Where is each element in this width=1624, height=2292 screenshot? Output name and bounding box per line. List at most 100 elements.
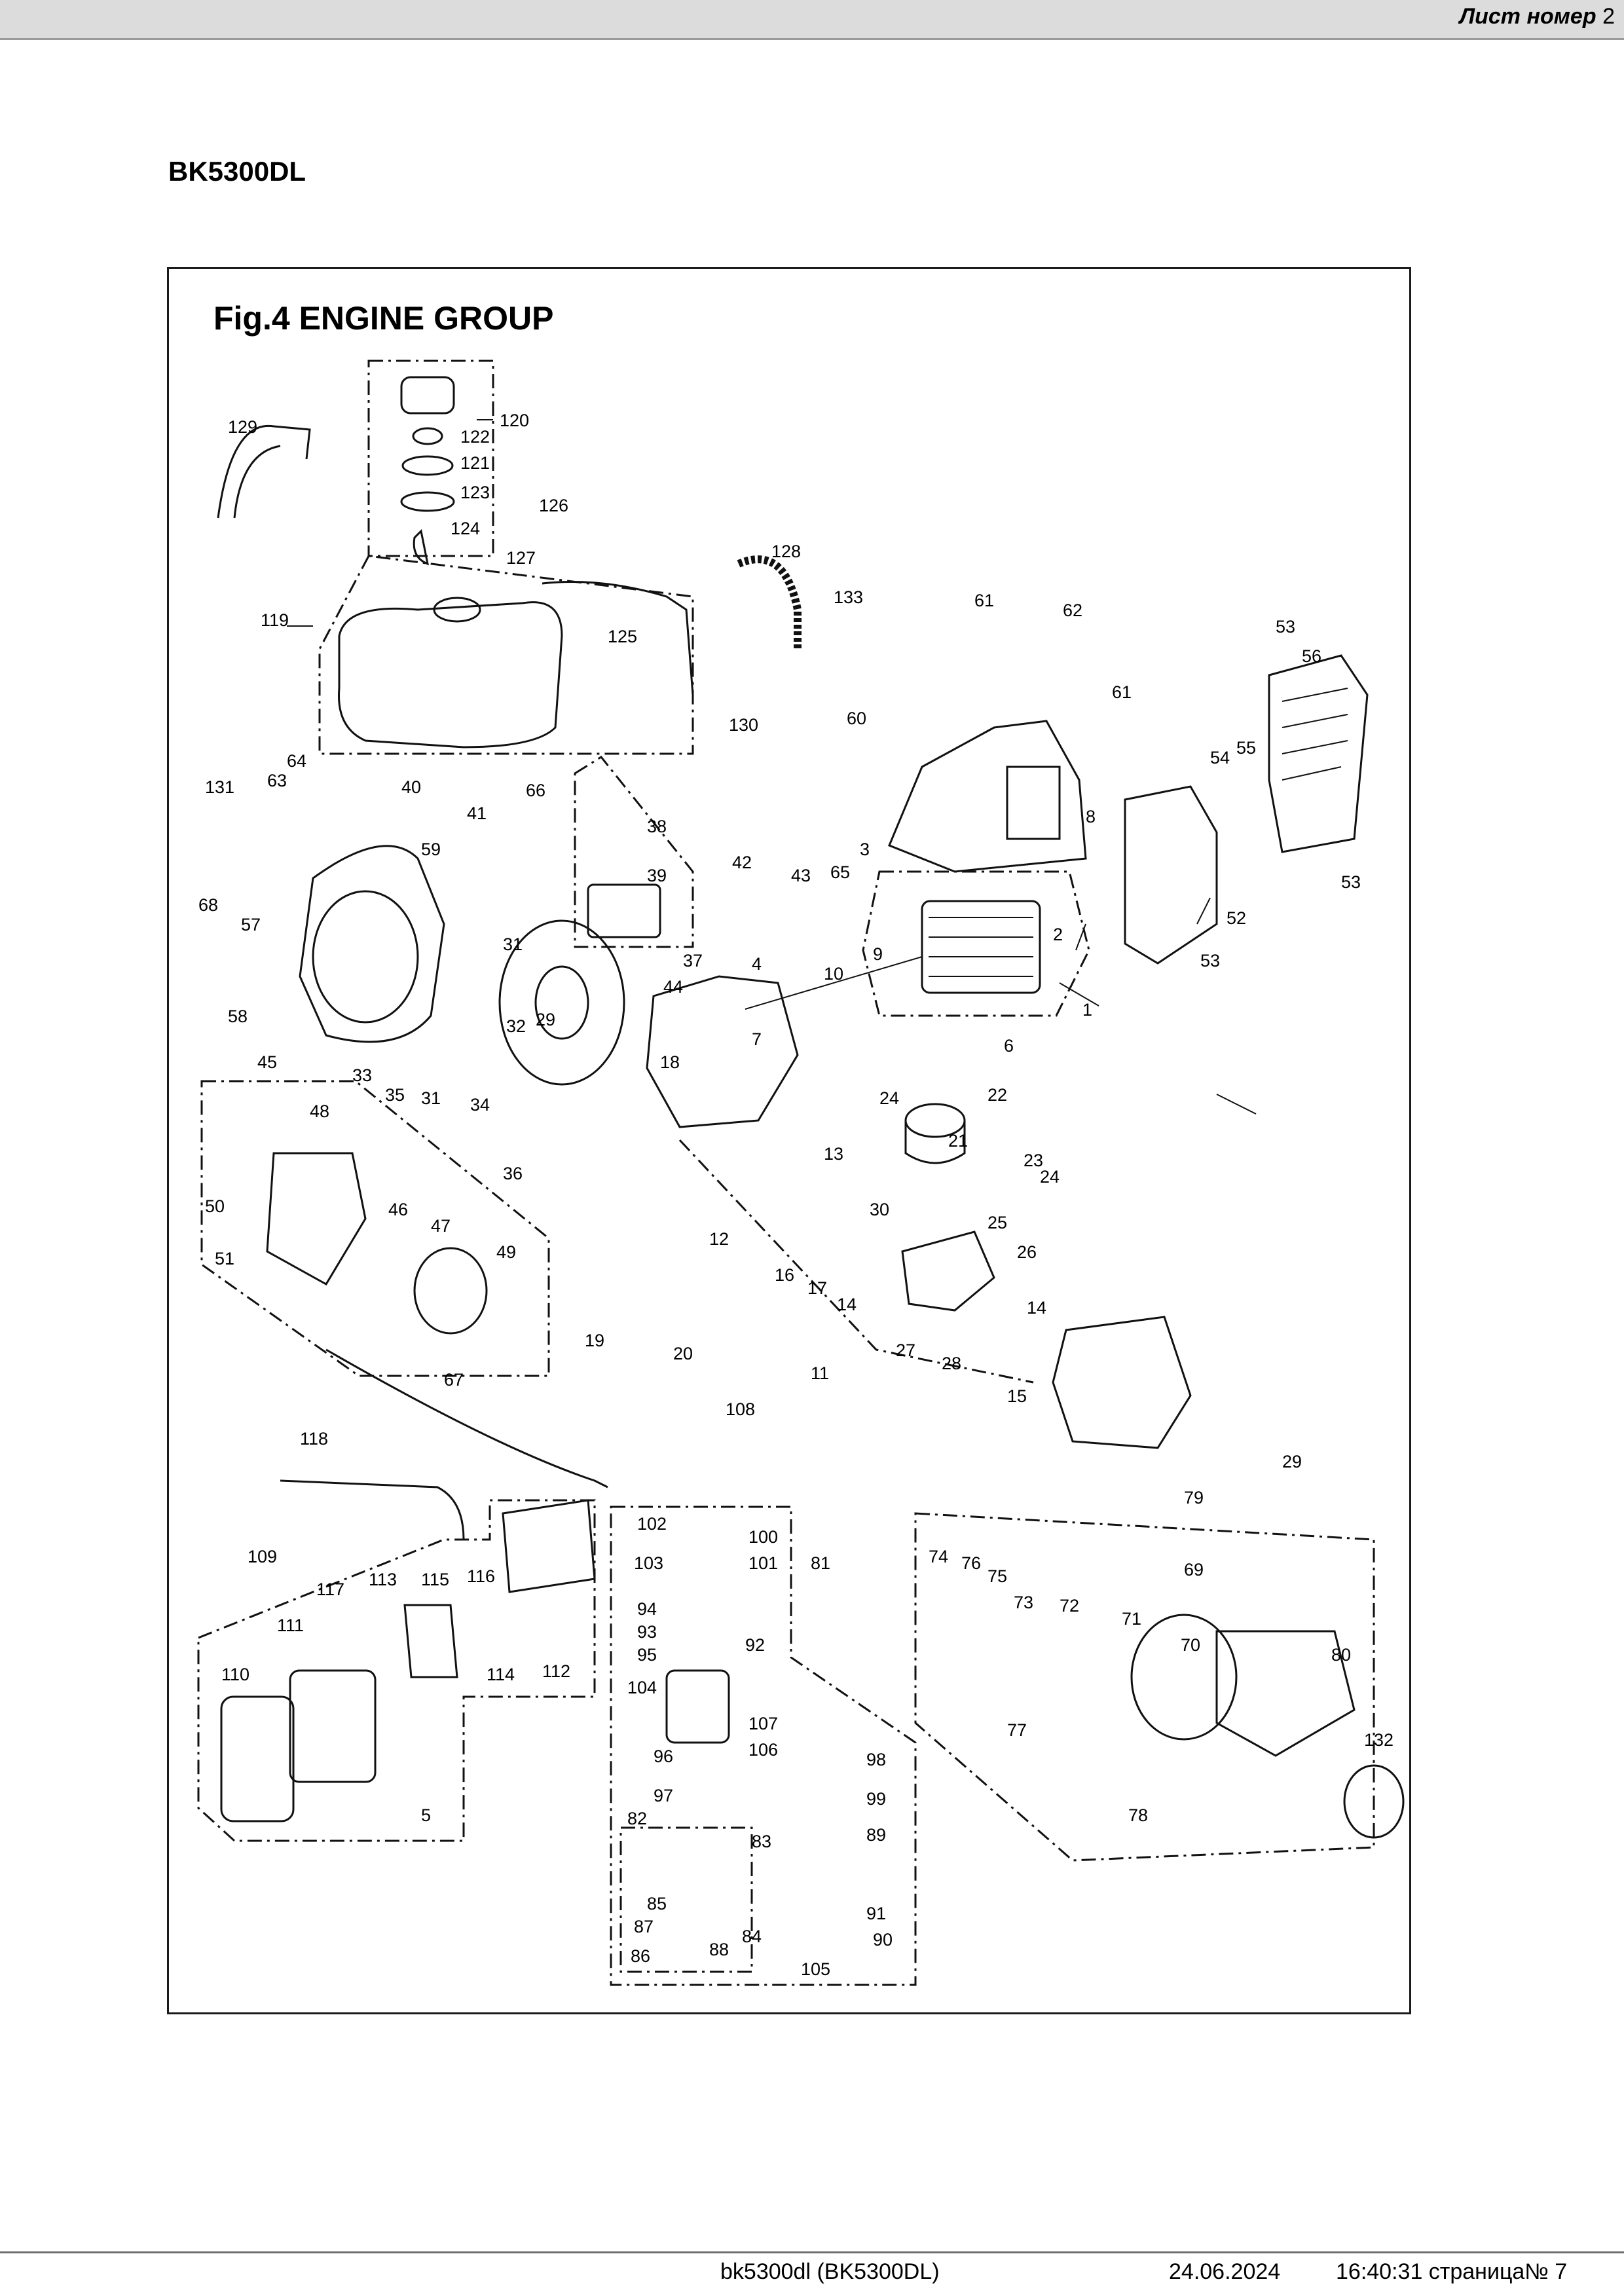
callout-52: 52 bbox=[1227, 908, 1246, 928]
callout-82: 82 bbox=[627, 1809, 647, 1828]
callout-60: 60 bbox=[847, 709, 866, 728]
callout-75: 75 bbox=[987, 1566, 1007, 1586]
callout-1: 1 bbox=[1082, 1000, 1092, 1020]
callout-23: 23 bbox=[1024, 1151, 1043, 1170]
callout-20: 20 bbox=[673, 1344, 693, 1363]
callout-64: 64 bbox=[287, 751, 306, 771]
page-footer: bk5300dl (BK5300DL) 24.06.2024 16:40:31 … bbox=[0, 2257, 1624, 2292]
callout-88: 88 bbox=[709, 1940, 729, 1959]
callout-12: 12 bbox=[709, 1229, 729, 1249]
model-title: BK5300DL bbox=[168, 156, 306, 187]
callout-24a: 24 bbox=[879, 1088, 899, 1108]
callout-35: 35 bbox=[385, 1085, 405, 1105]
callout-65: 65 bbox=[830, 862, 850, 882]
callout-51: 51 bbox=[215, 1249, 234, 1268]
callout-37: 37 bbox=[683, 951, 703, 970]
callout-33: 33 bbox=[352, 1065, 372, 1085]
callout-76: 76 bbox=[961, 1553, 981, 1573]
footer-date: 24.06.2024 bbox=[1169, 2259, 1281, 2284]
callout-124: 124 bbox=[451, 519, 480, 538]
callout-122: 122 bbox=[460, 427, 490, 447]
callout-59: 59 bbox=[421, 840, 441, 859]
callout-30: 30 bbox=[870, 1200, 889, 1219]
callout-119: 119 bbox=[261, 610, 289, 630]
callout-27: 27 bbox=[896, 1340, 915, 1360]
callout-10: 10 bbox=[824, 964, 843, 984]
callout-111: 111 bbox=[277, 1616, 304, 1635]
callout-47: 47 bbox=[431, 1216, 451, 1236]
callout-43: 43 bbox=[791, 866, 811, 885]
footer-divider bbox=[0, 2251, 1624, 2253]
part-callout-labels: 1 2 3 4 5 6 7 8 9 10 11 12 13 14 14 15 1… bbox=[198, 411, 1393, 1979]
callout-104: 104 bbox=[627, 1678, 657, 1697]
callout-66: 66 bbox=[526, 781, 545, 800]
callout-45: 45 bbox=[257, 1052, 277, 1072]
callout-25: 25 bbox=[987, 1213, 1007, 1232]
callout-57: 57 bbox=[241, 915, 261, 934]
callout-26: 26 bbox=[1017, 1242, 1037, 1262]
top-header-bar: Лист номер 2 bbox=[0, 0, 1624, 40]
callout-11: 11 bbox=[811, 1363, 829, 1383]
figure-title: Fig.4 ENGINE GROUP bbox=[213, 300, 554, 337]
callout-50: 50 bbox=[205, 1196, 225, 1216]
callout-87: 87 bbox=[634, 1917, 654, 1936]
callout-53c: 53 bbox=[1200, 951, 1220, 970]
callout-21: 21 bbox=[948, 1131, 968, 1151]
callout-123: 123 bbox=[460, 483, 490, 502]
callout-83: 83 bbox=[752, 1832, 771, 1851]
callout-6: 6 bbox=[1004, 1036, 1014, 1056]
callout-31a: 31 bbox=[503, 934, 523, 954]
callout-84: 84 bbox=[742, 1927, 762, 1946]
callout-112: 112 bbox=[542, 1661, 570, 1681]
callout-42: 42 bbox=[732, 853, 752, 872]
callout-73: 73 bbox=[1014, 1593, 1033, 1612]
callout-117: 117 bbox=[316, 1580, 344, 1599]
callout-24b: 24 bbox=[1040, 1167, 1060, 1187]
callout-102: 102 bbox=[637, 1514, 667, 1534]
callout-72: 72 bbox=[1060, 1596, 1079, 1616]
callout-38: 38 bbox=[647, 817, 667, 836]
callout-14a: 14 bbox=[837, 1295, 857, 1314]
callout-3: 3 bbox=[860, 840, 870, 859]
callout-41: 41 bbox=[467, 804, 487, 823]
callout-55: 55 bbox=[1236, 738, 1256, 758]
sheet-label-text: Лист номер bbox=[1459, 4, 1596, 29]
callout-118: 118 bbox=[300, 1429, 328, 1449]
callout-121: 121 bbox=[460, 453, 490, 473]
callout-48: 48 bbox=[310, 1101, 329, 1121]
callout-103: 103 bbox=[634, 1553, 663, 1573]
sheet-number: 2 bbox=[1602, 4, 1615, 29]
callout-101: 101 bbox=[748, 1553, 778, 1573]
callout-115: 115 bbox=[421, 1570, 449, 1589]
callout-133: 133 bbox=[834, 587, 863, 607]
callout-94: 94 bbox=[637, 1599, 657, 1619]
callout-14b: 14 bbox=[1027, 1298, 1046, 1318]
callout-61b: 61 bbox=[1112, 682, 1132, 702]
callout-125: 125 bbox=[608, 627, 637, 646]
callout-86: 86 bbox=[631, 1946, 650, 1966]
callout-129: 129 bbox=[228, 417, 257, 437]
callout-8: 8 bbox=[1086, 807, 1096, 826]
callout-107: 107 bbox=[748, 1714, 778, 1733]
callout-71: 71 bbox=[1122, 1609, 1141, 1629]
callout-126: 126 bbox=[539, 496, 568, 515]
callout-69: 69 bbox=[1184, 1560, 1204, 1580]
callout-29b: 29 bbox=[1282, 1452, 1302, 1471]
callout-113: 113 bbox=[369, 1570, 397, 1589]
footer-doc-name: bk5300dl (BK5300DL) bbox=[720, 2259, 940, 2284]
callout-97: 97 bbox=[654, 1786, 673, 1805]
callout-116: 116 bbox=[467, 1566, 495, 1586]
callout-70: 70 bbox=[1181, 1635, 1200, 1655]
callout-4: 4 bbox=[752, 954, 762, 974]
callout-9: 9 bbox=[873, 944, 883, 964]
callout-29a: 29 bbox=[536, 1010, 555, 1029]
callout-130: 130 bbox=[729, 715, 758, 735]
callout-106: 106 bbox=[748, 1740, 778, 1760]
callout-105: 105 bbox=[801, 1959, 830, 1979]
callout-58: 58 bbox=[228, 1007, 248, 1026]
callout-127: 127 bbox=[506, 548, 536, 568]
callout-16: 16 bbox=[775, 1265, 794, 1285]
callout-7: 7 bbox=[752, 1029, 762, 1049]
fuel-tank-shape bbox=[338, 601, 563, 749]
callout-49: 49 bbox=[496, 1242, 516, 1262]
